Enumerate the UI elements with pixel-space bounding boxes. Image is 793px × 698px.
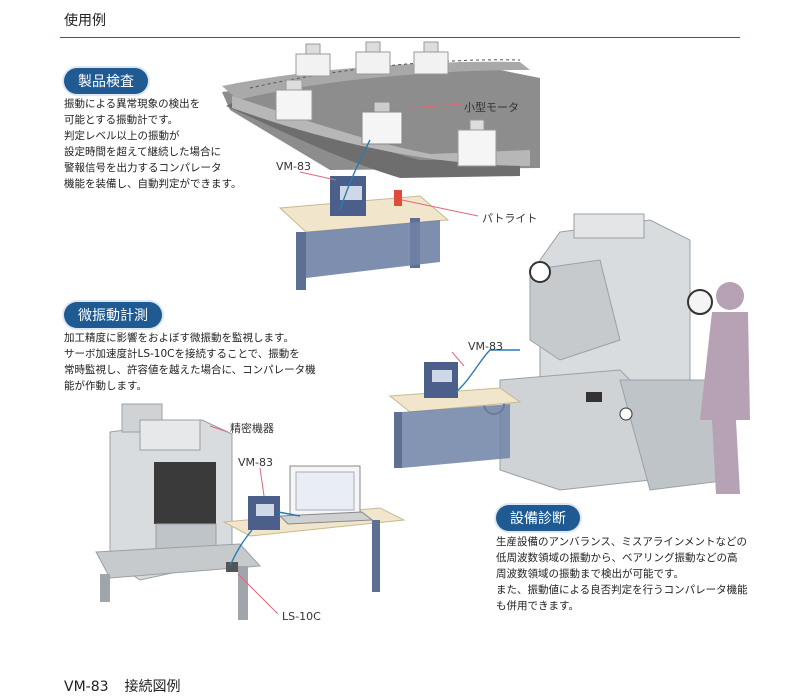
footer-caption: VM-83 接続図例 [64,676,197,696]
callout-patlite: パトライト [482,212,538,225]
section-label-micro-vibration: 微振動計測 [64,302,162,328]
text-line: また、振動値による良否判定を行うコンパレータ機能 [496,584,748,596]
product-inspection-text: 振動による異常現象の検出を 可能とする振動計です。 判定レベル以上の振動が 設定… [64,96,241,192]
callout-ls10c: LS-10C [282,610,321,623]
text-line: 機能を装備し、自動判定ができます。 [64,178,242,190]
operator-silhouette [700,282,750,494]
text-line: サーボ加速度計LS-10Cを接続することで、振動を [64,348,300,360]
text-line: 常時監視し、許容値を越えた場合に、コンパレータ機 [64,364,316,376]
text-line: 設定時間を超えて継続した場合に [64,146,221,158]
motor-group [275,41,497,167]
precision-equipment [95,403,262,620]
equipment-diagnosis-text: 生産設備のアンバランス、ミスアラインメントなどの 低周波数領域の振動から、ベアリ… [496,534,748,614]
text-line: 周波数領域の振動まで検出が可能です。 [496,568,684,580]
footer-caption-text: 接続図例 [124,679,181,695]
footer-model: VM-83 [64,679,109,695]
text-line: 低周波数領域の振動から、ベアリング振動などの高 [496,552,738,564]
text-line: 振動による異常現象の検出を [64,98,201,110]
callout-vm83-top: VM-83 [276,160,311,173]
text-line: 判定レベル以上の振動が [64,130,180,142]
callout-vm83-mid: VM-83 [468,340,503,353]
title-rule [60,37,740,38]
section-label-equipment-diagnosis: 設備診断 [496,505,580,531]
bottom-table [222,465,406,592]
mid-table [388,362,522,468]
section-label-product-inspection: 製品検査 [64,68,148,94]
top-table [278,176,450,290]
text-line: 能が作動します。 [64,380,147,392]
text-line: 加工精度に影響をおよぼす微振動を監視します。 [64,332,294,344]
text-line: 可能とする振動計です。 [64,114,179,126]
callout-small-motor: 小型モータ [464,101,519,114]
text-line: 生産設備のアンバランス、ミスアラインメントなどの [496,536,748,548]
micro-vibration-text: 加工精度に影響をおよぼす微振動を監視します。 サーボ加速度計LS-10Cを接続す… [64,330,316,394]
machine-tool [483,213,731,491]
text-line: 警報信号を出力するコンパレータ [64,162,222,174]
text-line: も併用できます。 [496,600,579,612]
page-title: 使用例 [64,13,106,29]
callout-vm83-bottom: VM-83 [238,456,273,469]
callout-precision-equipment: 精密機器 [230,422,274,435]
